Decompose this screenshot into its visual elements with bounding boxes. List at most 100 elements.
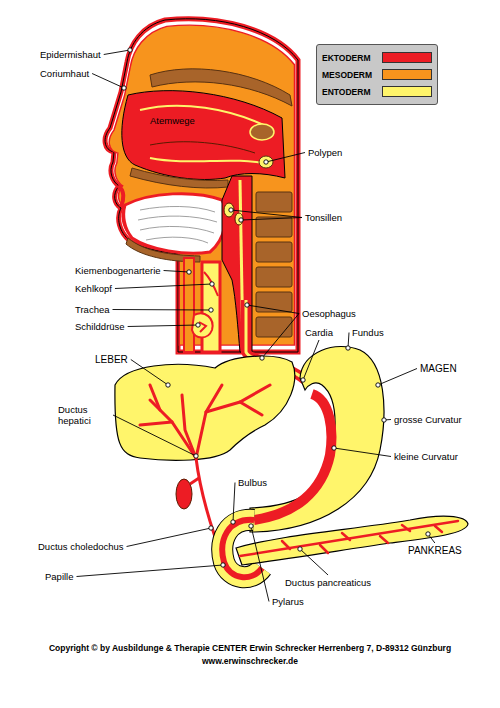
legend-swatch — [382, 86, 432, 97]
leader-line — [92, 74, 124, 89]
tonsil — [235, 213, 243, 225]
legend-row: MESODERM — [322, 66, 432, 83]
region-label: Atemwege — [150, 115, 195, 126]
organ-label: MAGEN — [420, 363, 457, 374]
liver — [115, 356, 295, 460]
part-label: kleine Curvatur — [394, 451, 458, 462]
leader-line — [77, 565, 223, 577]
hard-palate — [130, 168, 228, 188]
part-label: Fundus — [352, 327, 384, 338]
leader-dot — [210, 282, 214, 286]
tongue — [124, 194, 226, 254]
part-label: Epidermishaut — [40, 49, 101, 60]
stomach-lining — [254, 394, 331, 520]
leader-dot — [346, 346, 350, 350]
part-label: grosse Curvatur — [394, 414, 462, 425]
part-label: Bulbus — [238, 477, 267, 488]
airway — [122, 91, 285, 180]
legend: EKTODERM MESODERM ENTODERM — [316, 44, 438, 105]
part-label: Polypen — [308, 147, 342, 158]
part-label: Kiemenbogenarterie — [75, 265, 161, 276]
leader-lines — [77, 48, 435, 602]
legend-text: ENTODERM — [322, 87, 382, 97]
leader-dot — [332, 446, 336, 450]
leader-dot — [128, 48, 132, 52]
leader-dot — [209, 526, 213, 530]
bile-ducts — [140, 385, 270, 458]
part-label: Cardia — [305, 327, 333, 338]
leader-line — [231, 210, 302, 218]
part-label: Schilddrüse — [75, 321, 125, 332]
gallbladder — [176, 479, 192, 509]
copyright-note: Copyright © by Ausbildunge & Therapie CE… — [49, 643, 451, 654]
legend-swatch — [382, 52, 432, 63]
leader-dot — [249, 524, 253, 528]
part-label: Papille — [45, 571, 74, 582]
airway-lining — [140, 106, 270, 128]
vertebrae — [256, 192, 292, 337]
leader-line — [247, 305, 299, 314]
tongue-hatching — [138, 206, 217, 243]
part-label: Coriumhaut — [40, 68, 89, 79]
leader-dot — [194, 454, 198, 458]
pancreas — [236, 516, 468, 565]
legend-row: EKTODERM — [322, 49, 432, 66]
part-label: Kehlkopf — [75, 283, 112, 294]
leader-line — [115, 284, 212, 289]
organ-label: PANKREAS — [408, 545, 462, 556]
leader-line — [241, 218, 302, 221]
leader-dot — [239, 218, 243, 222]
lip-lining — [118, 186, 123, 207]
turbinate — [150, 142, 255, 153]
sinus — [250, 124, 274, 140]
leader-line — [164, 271, 189, 273]
skin-line — [105, 19, 298, 352]
part-label: Pylarus — [272, 596, 304, 607]
leader-line — [233, 483, 235, 523]
polyp — [259, 156, 273, 168]
trachea — [202, 262, 220, 352]
leader-line — [266, 153, 305, 163]
leader-dot — [231, 520, 235, 524]
leader-line — [300, 549, 328, 575]
part-label: Trachea — [75, 304, 110, 315]
leader-line — [127, 528, 211, 547]
skin-outline — [105, 19, 298, 352]
leader-dot — [426, 532, 430, 536]
leader-line — [131, 360, 168, 386]
part-label: Oesophagus — [302, 308, 356, 319]
part-label: Ductus hepatici — [58, 404, 110, 426]
leader-dot — [229, 208, 233, 212]
legend-swatch — [382, 69, 432, 80]
leader-line — [378, 369, 417, 386]
leader-dot — [166, 383, 170, 387]
legend-row: ENTODERM — [322, 83, 432, 100]
cystic-duct — [190, 478, 199, 484]
leader-line — [128, 325, 198, 327]
leader-dot — [260, 356, 264, 360]
part-label: Ductus pancreaticus — [285, 577, 371, 588]
part-label: Tonsillen — [305, 212, 342, 223]
leader-line — [113, 309, 212, 311]
tonsil — [224, 203, 234, 217]
leader-dot — [221, 563, 225, 567]
leader-dot — [376, 383, 380, 387]
leader-dot — [382, 418, 386, 422]
leader-line — [303, 340, 319, 380]
legend-text: MESODERM — [322, 70, 382, 80]
website-note: www.erwinschrecker.de — [202, 656, 298, 667]
leader-line — [334, 448, 391, 457]
leader-line — [113, 415, 196, 456]
leader-dot — [122, 86, 126, 90]
stomach — [250, 346, 384, 532]
leader-dot — [209, 308, 213, 312]
leader-dot — [196, 323, 200, 327]
organ-label: LEBER — [95, 354, 128, 365]
leader-dot — [264, 160, 268, 164]
leader-dot — [245, 303, 249, 307]
airway-lining — [150, 158, 270, 164]
part-label: Ductus choledochus — [38, 541, 124, 552]
leader-line — [262, 314, 299, 359]
